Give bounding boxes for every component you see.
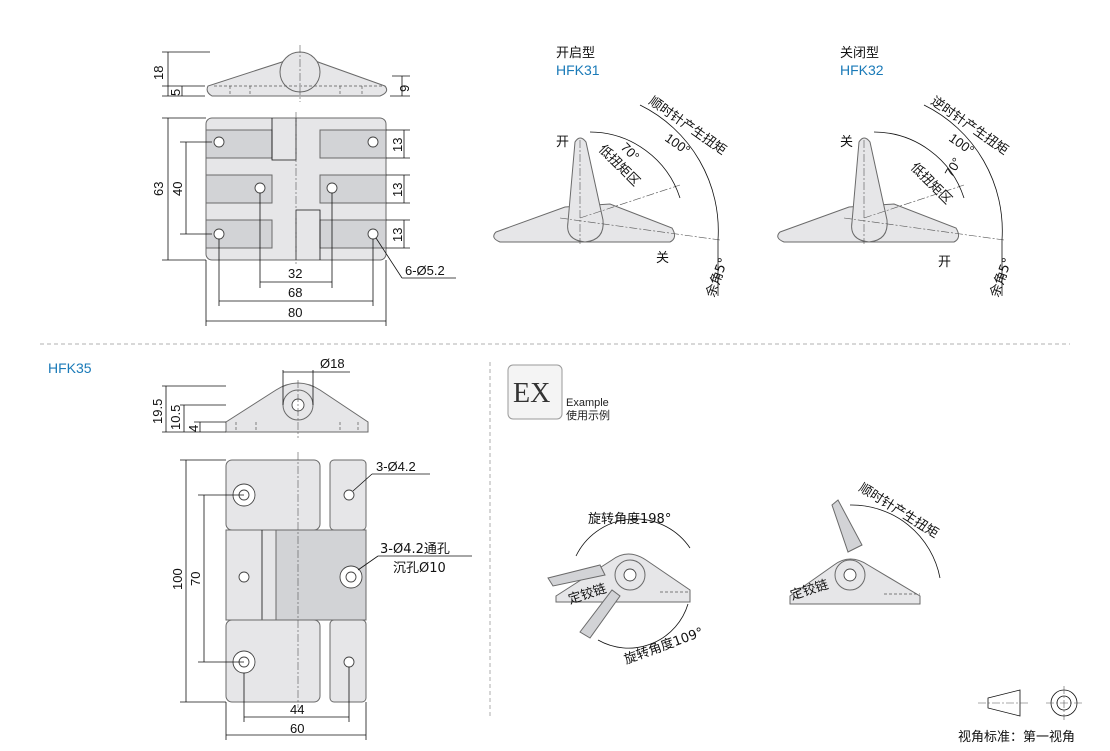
dim-18: 18	[151, 66, 166, 80]
dim-counterbore: 沉孔Ø10	[393, 561, 446, 576]
close-deg70: 70°	[942, 155, 965, 180]
open-type-diagram	[493, 104, 721, 296]
hfk35-front-view	[180, 452, 472, 740]
dim-13-top: 13	[390, 138, 405, 152]
dim-holes-3-b: 3-Ø4.2通孔	[380, 542, 450, 557]
hfk31-side-view	[162, 45, 410, 102]
example-right-diagram	[789, 499, 941, 605]
dim-holes-3-a: 3-Ø4.2	[376, 459, 416, 474]
dim-32: 32	[288, 266, 302, 281]
open-label-close: 关	[656, 251, 669, 266]
example-en: Example	[566, 397, 609, 409]
example-cw-torque: 顺时针产生扭矩	[856, 481, 941, 542]
example-badge: EX	[507, 364, 563, 420]
dim-holes-6: 6-Ø5.2	[405, 263, 445, 278]
close-type-title: 关闭型	[840, 46, 879, 61]
open-label-open: 开	[556, 135, 569, 150]
dim-10-5: 10.5	[168, 405, 183, 430]
projection-label: 视角标准：第一视角	[958, 730, 1075, 745]
example-rot198: 旋转角度198°	[588, 511, 671, 527]
dim-68: 68	[288, 285, 302, 300]
close-type-diagram	[777, 104, 1005, 296]
example-cn: 使用示例	[566, 408, 610, 422]
dim-100: 100	[170, 568, 185, 590]
close-label-close: 关	[840, 135, 853, 150]
dim-d18: Ø18	[320, 356, 345, 371]
dim-4: 4	[186, 425, 201, 432]
first-angle-projection-icon	[978, 686, 1082, 720]
close-label-open: 开	[938, 255, 951, 270]
dim-5: 5	[168, 89, 183, 96]
hfk35-code: HFK35	[48, 360, 92, 376]
dim-19-5: 19.5	[150, 399, 165, 424]
dim-60: 60	[290, 721, 304, 736]
dim-70: 70	[188, 572, 203, 586]
hfk35-side-view	[162, 370, 369, 438]
dim-13-mid: 13	[390, 183, 405, 197]
close-margin: 余角5°	[987, 256, 1016, 300]
dim-40: 40	[170, 182, 185, 196]
hfk31-front-view	[162, 112, 456, 326]
example-rot109: 旋转角度109°	[622, 624, 706, 668]
open-type-code: HFK31	[556, 62, 600, 78]
example-left-diagram	[547, 518, 691, 649]
dim-13-bottom: 13	[390, 228, 405, 242]
dim-80: 80	[288, 305, 302, 320]
dim-44: 44	[290, 702, 304, 717]
dim-9: 9	[397, 85, 412, 92]
open-type-title: 开启型	[556, 46, 595, 61]
example-badge-text: EX	[513, 378, 550, 409]
dim-63: 63	[151, 182, 166, 196]
close-type-code: HFK32	[840, 62, 884, 78]
open-margin: 余角5°	[703, 256, 732, 300]
